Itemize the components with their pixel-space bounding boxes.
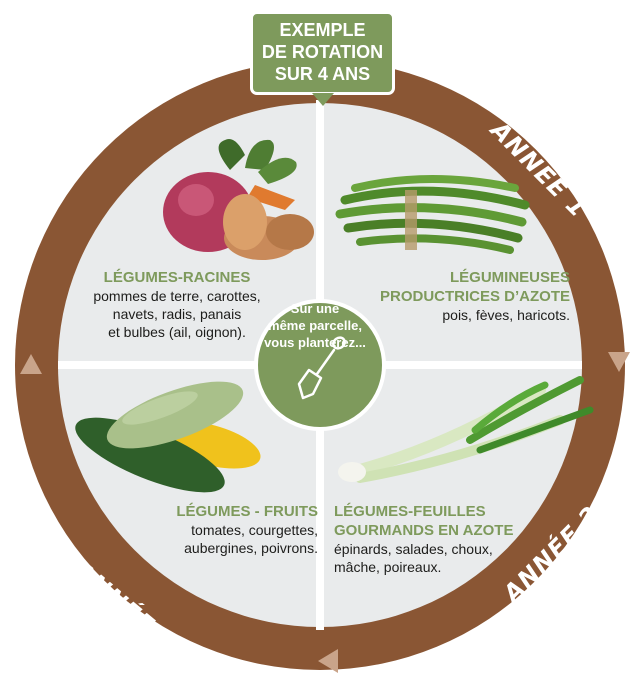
quadrant-line: mâche, poireaux. [334, 558, 514, 576]
quadrant-line: pommes de terre, carottes, [62, 287, 292, 305]
quadrant-title: LÉGUMINEUSES [330, 268, 570, 287]
quadrant-line: tomates, courgettes, [148, 521, 318, 539]
center-line2: même parcelle, [262, 317, 368, 334]
quadrant-title: LÉGUMES - FRUITS [148, 502, 318, 521]
badge-line1: EXEMPLE [253, 19, 392, 41]
badge-line3: SUR 4 ANS [253, 63, 392, 85]
quadrant-title: GOURMANDS EN AZOTE [334, 521, 514, 540]
quadrant-line: épinards, salades, choux, [334, 540, 514, 558]
quadrant-root-vegetables: LÉGUMES-RACINES pommes de terre, carotte… [62, 268, 292, 341]
badge-line2: DE ROTATION [253, 41, 392, 63]
rotation-title-badge: EXEMPLE DE ROTATION SUR 4 ANS [250, 11, 395, 95]
quadrant-line: navets, radis, panais [62, 305, 292, 323]
quadrant-line: aubergines, poivrons. [148, 539, 318, 557]
badge-pointer [312, 93, 334, 106]
quadrant-line: et bulbes (ail, oignon). [62, 323, 292, 341]
center-line3: vous planterez... [262, 334, 368, 351]
center-caption: Sur une même parcelle, vous planterez... [262, 300, 368, 351]
center-line1: Sur une [262, 300, 368, 317]
quadrant-title: LÉGUMES-RACINES [62, 268, 292, 287]
quadrant-title: LÉGUMES-FEUILLES [334, 502, 514, 521]
quadrant-leaf-vegetables: LÉGUMES-FEUILLES GOURMANDS EN AZOTE épin… [334, 502, 514, 576]
quadrant-fruit-vegetables: LÉGUMES - FRUITS tomates, courgettes, au… [148, 502, 318, 557]
